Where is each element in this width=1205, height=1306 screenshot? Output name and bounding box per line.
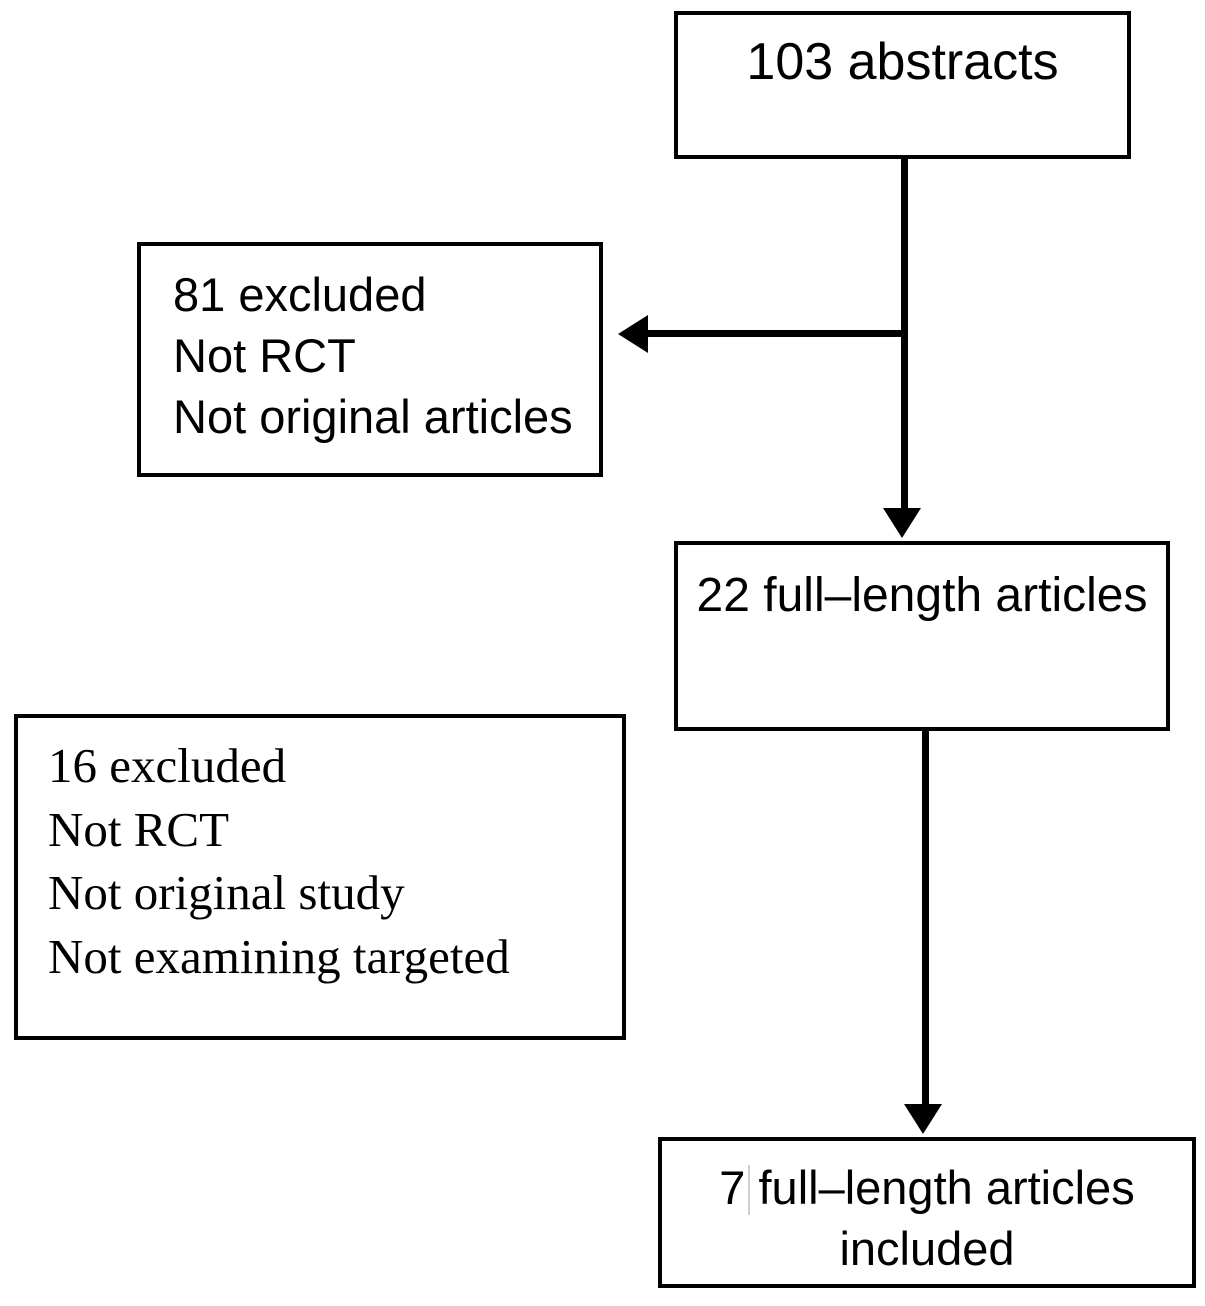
- arrowhead-down-to-fulltext: [883, 508, 921, 538]
- node-fulltext-22-box: 22 full–length articles: [674, 541, 1170, 731]
- node-excluded-81-line-1: 81 excluded: [173, 268, 427, 321]
- arrowhead-left-to-excluded-81: [618, 315, 648, 353]
- node-fulltext-22-text: 22 full–length articles: [678, 565, 1166, 627]
- connector-abstracts-to-fulltext-vertical: [901, 159, 908, 511]
- node-included-7-line-1: 7 full–length articles: [719, 1161, 1135, 1214]
- node-included-7-text: 7 full–length articles included: [662, 1157, 1192, 1279]
- node-excluded-16-line-2: Not RCT: [48, 801, 230, 857]
- node-fulltext-22-line-1: 22 full–length articles: [696, 569, 1148, 622]
- connector-abstracts-to-excluded-horizontal: [648, 330, 904, 337]
- overstrike-artifact: [748, 1165, 750, 1215]
- node-excluded-81-line-2: Not RCT: [173, 329, 356, 383]
- node-excluded-16-box: 16 excluded Not RCT Not original study N…: [14, 714, 626, 1040]
- node-excluded-81-line-3: Not original articles: [173, 390, 573, 444]
- node-abstracts-line-1: 103 abstracts: [746, 33, 1059, 91]
- node-excluded-16-line-4: Not examining targeted: [48, 929, 510, 985]
- node-included-7-box: 7 full–length articles included: [658, 1137, 1196, 1288]
- connector-fulltext-to-included-vertical: [922, 731, 929, 1107]
- node-excluded-16-text: 16 excluded Not RCT Not original study N…: [48, 734, 614, 989]
- node-abstracts-text: 103 abstracts: [678, 29, 1127, 97]
- arrowhead-down-to-included: [904, 1104, 942, 1134]
- node-excluded-16-line-3: Not original study: [48, 865, 405, 921]
- node-excluded-16-line-1: 16 excluded: [48, 738, 287, 793]
- node-included-7-line-2: included: [839, 1222, 1015, 1276]
- node-abstracts-box: 103 abstracts: [674, 11, 1131, 159]
- node-excluded-81-box: 81 excluded Not RCT Not original article…: [137, 242, 603, 477]
- node-excluded-81-text: 81 excluded Not RCT Not original article…: [173, 264, 589, 447]
- node-excluded-16-clipped-line: t: [48, 1018, 62, 1036]
